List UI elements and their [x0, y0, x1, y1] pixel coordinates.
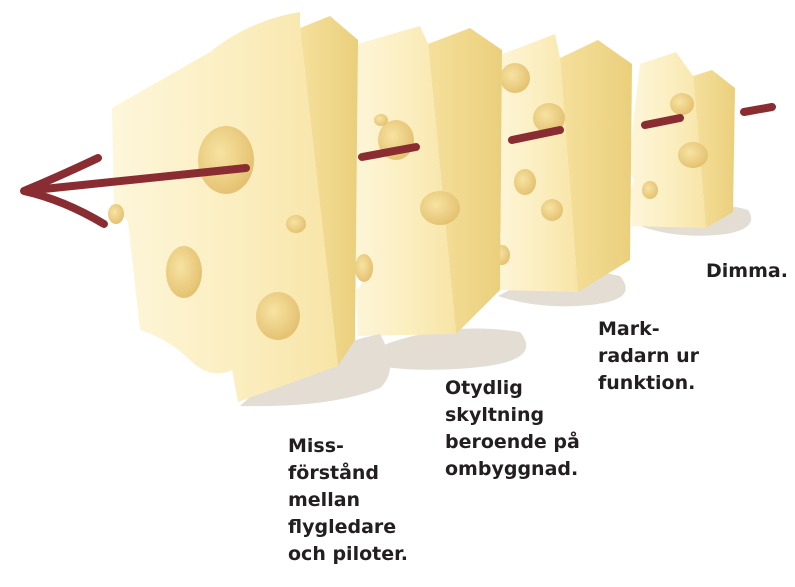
slice-4-hole	[642, 181, 658, 199]
label-line: funktion.	[598, 370, 699, 397]
slice-4-hole	[670, 93, 694, 115]
label-line: Miss-	[288, 433, 408, 460]
label-line: och piloter.	[288, 541, 408, 568]
cheese-slice-1	[108, 12, 390, 406]
slice-1-hole	[198, 126, 254, 194]
label-line: flygledare	[288, 514, 408, 541]
cheese-slice-2	[350, 26, 526, 370]
arrow-head	[24, 158, 104, 224]
slice-2-hole	[374, 114, 388, 126]
label-line: Mark-	[598, 316, 699, 343]
layer-4-label: Dimma.	[706, 258, 788, 285]
slice-4-hole	[678, 142, 708, 168]
label-line: förstånd	[288, 460, 408, 487]
slice-3-hole	[500, 63, 530, 93]
label-line: Otydlig	[445, 375, 580, 402]
slice-1-hole	[286, 215, 306, 233]
cheese-slice-4	[628, 52, 751, 236]
slice-1-hole	[166, 246, 202, 298]
label-line: beroende på	[445, 429, 580, 456]
label-line: skyltning	[445, 402, 580, 429]
label-line: mellan	[288, 487, 408, 514]
layer-1-label: Miss- förstånd mellan flygledare och pil…	[288, 433, 408, 568]
label-line: radarn ur	[598, 343, 699, 370]
slice-2-hole	[355, 254, 373, 282]
slice-1-hole	[108, 204, 124, 224]
layer-3-label: Mark- radarn ur funktion.	[598, 316, 699, 397]
slice-3-hole	[514, 169, 536, 195]
slice-1-face	[112, 12, 338, 402]
slice-2-hole	[420, 191, 460, 225]
cheese-slice-3	[492, 34, 632, 306]
slice-3-hole	[541, 199, 563, 221]
arrow-segment	[744, 107, 772, 112]
label-line: Dimma.	[706, 258, 788, 285]
label-line: ombyggnad.	[445, 456, 580, 483]
slice-1-hole	[256, 292, 300, 340]
layer-2-label: Otydlig skyltning beroende på ombyggnad.	[445, 375, 580, 483]
